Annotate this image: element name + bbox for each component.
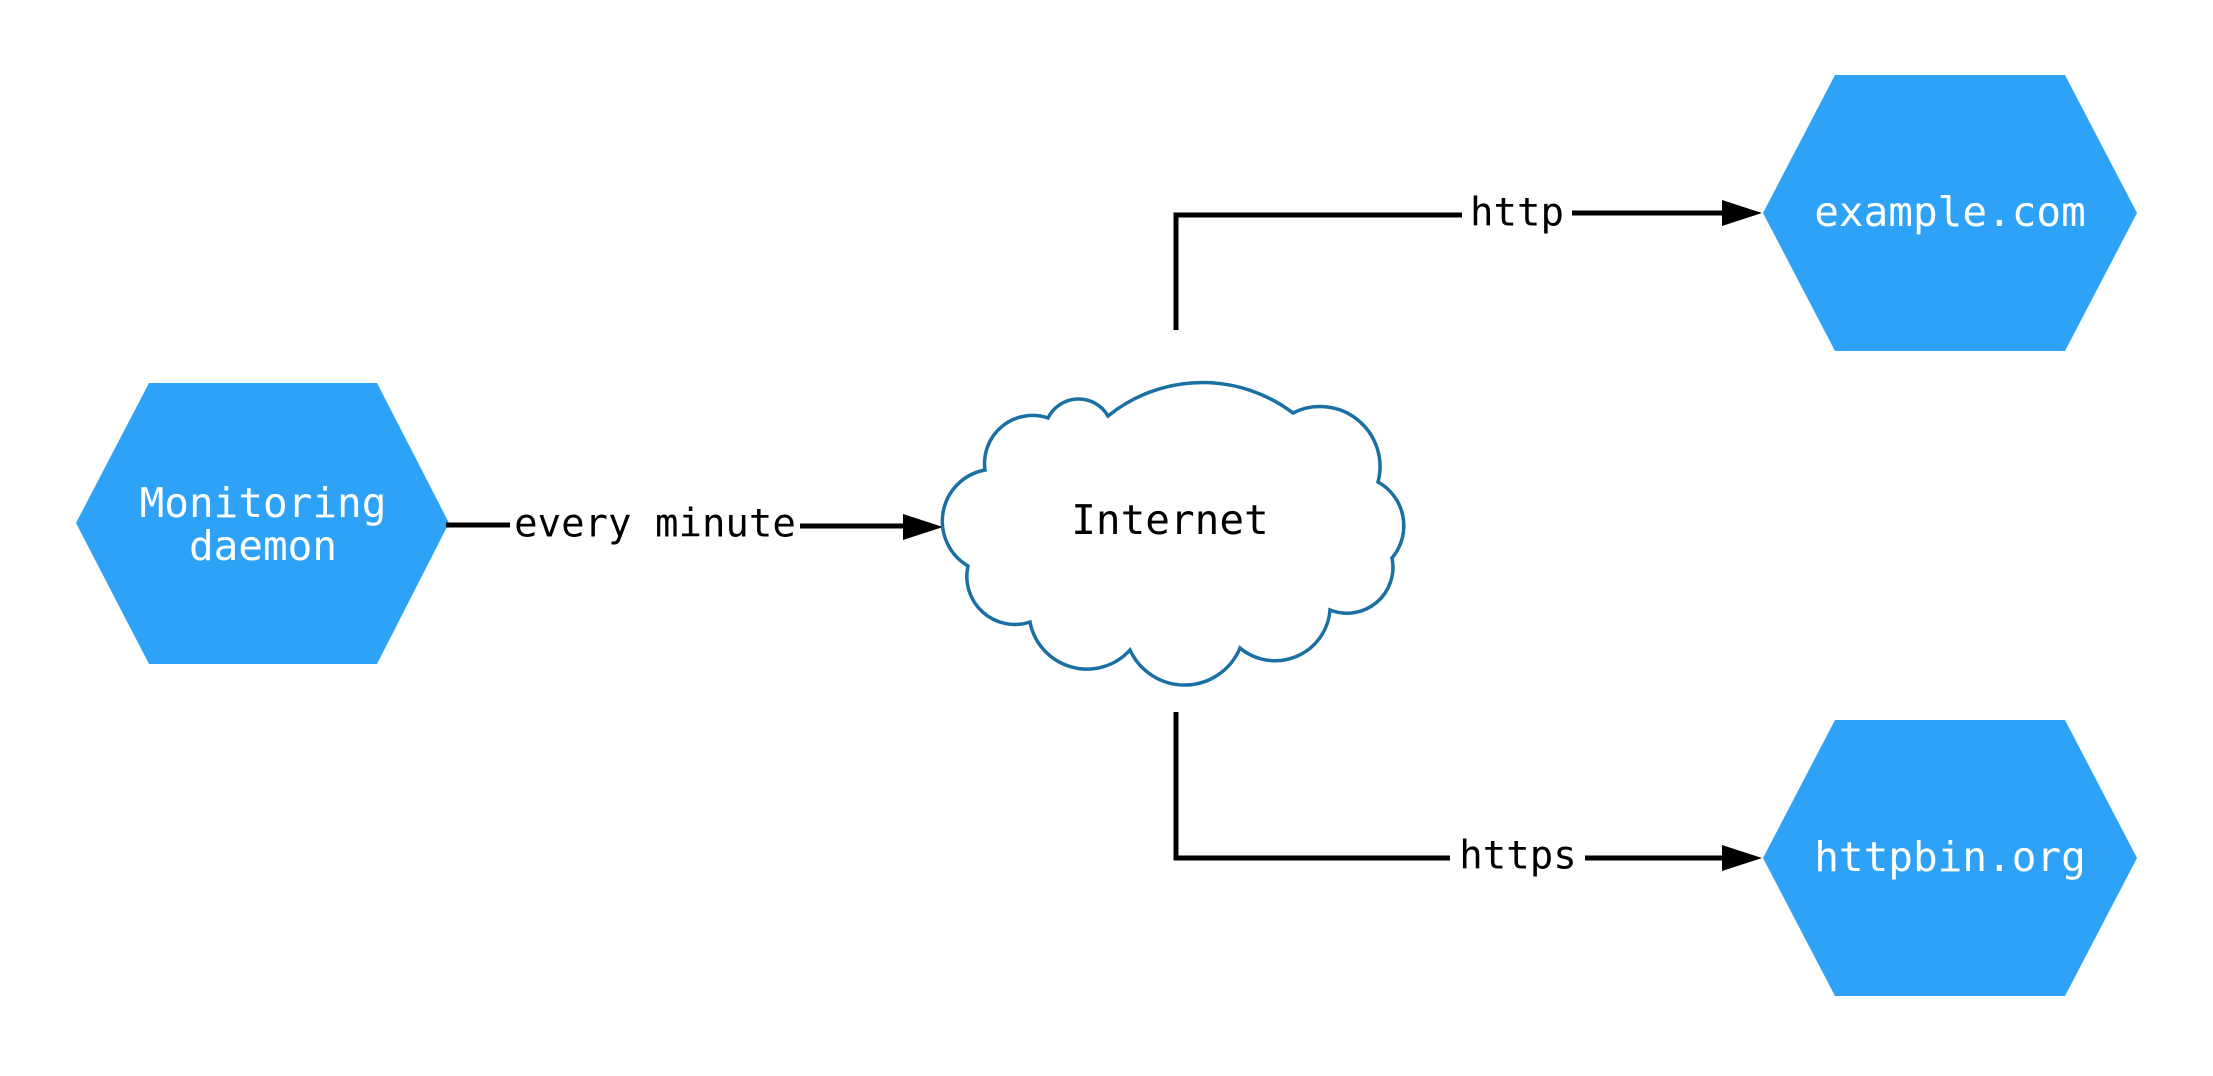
https-arrowhead (1722, 845, 1762, 871)
monitoring-daemon-label-line1: Monitoring (140, 479, 387, 527)
example-com-label: example.com (1814, 188, 2086, 236)
httpbin-org-label: httpbin.org (1814, 833, 2086, 881)
node-monitoring-daemon: Monitoring daemon (76, 383, 449, 664)
node-httpbin-org: httpbin.org (1763, 720, 2137, 996)
example-com-hexagon (1763, 75, 2137, 351)
http-label: http (1470, 191, 1564, 236)
https-elbow-line (1173, 712, 1450, 861)
internet-label: Internet (1071, 496, 1268, 544)
monitoring-daemon-hexagon (76, 383, 449, 664)
edge-http: http (1173, 191, 1762, 330)
httpbin-org-hexagon (1763, 720, 2137, 996)
http-elbow-line (1173, 212, 1462, 330)
node-example-com: example.com (1763, 75, 2137, 351)
https-label: https (1459, 834, 1576, 879)
edge-https: https (1173, 712, 1762, 879)
monitoring-daemon-label-line2: daemon (189, 522, 337, 570)
http-arrowhead (1722, 200, 1762, 226)
node-internet: Internet (940, 380, 1406, 687)
every-minute-arrowhead (903, 514, 943, 540)
internet-cloud (940, 380, 1406, 687)
edge-every-minute: every minute (446, 502, 943, 547)
every-minute-label: every minute (514, 502, 796, 547)
